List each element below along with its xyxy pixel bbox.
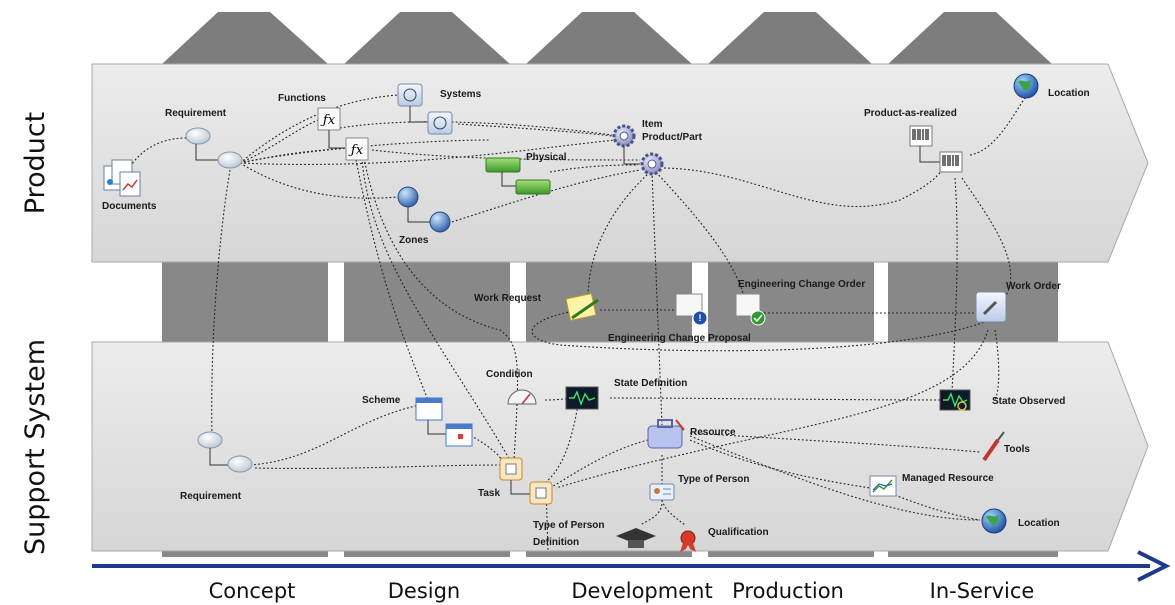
item-product-part-icon — [612, 124, 664, 176]
svg-text:!: ! — [699, 313, 702, 323]
support-band — [91, 341, 1149, 552]
scheme-calendar-icon — [415, 397, 473, 447]
task-label: Task — [478, 488, 500, 499]
support-requirement-icon — [197, 431, 253, 473]
support-side-label: Support System — [20, 339, 51, 555]
condition-gauge-icon — [507, 389, 537, 405]
location-label: Location — [1048, 88, 1090, 99]
managed-resource-chart-icon — [869, 475, 897, 497]
documents-label: Documents — [102, 201, 157, 212]
product-part-label: Product/Part — [642, 132, 703, 143]
product-as-realized-label: Product-as-realized — [864, 108, 957, 119]
work-request-label: Work Request — [474, 293, 542, 304]
requirement-icon — [185, 127, 243, 169]
phase-development: Development — [571, 579, 712, 603]
work-request-icon — [565, 292, 599, 322]
engineering-change-proposal-icon: ! — [675, 293, 708, 326]
product-band — [91, 63, 1149, 263]
graduation-cap-icon — [616, 528, 656, 548]
support-location-globe-icon — [981, 508, 1007, 534]
qualification-label: Qualification — [708, 527, 769, 538]
qualification-ribbon-icon — [680, 530, 696, 552]
functions-icon: ƒx ƒx — [317, 107, 369, 161]
condition-label: Condition — [486, 369, 533, 380]
roof-triangles — [162, 12, 1052, 64]
zones-icon — [397, 186, 451, 233]
svg-text:ƒx: ƒx — [348, 143, 364, 158]
physical-icon — [485, 157, 551, 195]
requirement-label: Requirement — [165, 108, 227, 119]
state-observed-icon — [939, 389, 971, 411]
type-of-person-label: Type of Person — [678, 474, 750, 485]
support-location-label: Location — [1018, 518, 1060, 529]
physical-label: Physical — [526, 152, 567, 163]
barcode-icon — [909, 125, 963, 173]
resource-toolbox-icon — [647, 419, 685, 449]
zones-label: Zones — [399, 235, 429, 246]
phase-in-service: In-Service — [930, 579, 1035, 603]
tools-screwdriver-icon — [982, 431, 1005, 462]
type-of-person-icon — [649, 483, 675, 501]
engineering-change-order-icon — [735, 293, 766, 326]
connectors — [127, 91, 1031, 551]
systems-icon — [397, 83, 453, 135]
support-requirement-label: Requirement — [180, 491, 242, 502]
pillars — [162, 262, 1058, 342]
work-order-icon — [975, 291, 1007, 323]
timeline-arrow — [92, 550, 1171, 582]
resource-label: Resource — [690, 427, 736, 438]
phase-concept: Concept — [209, 579, 296, 603]
location-globe-icon — [1013, 73, 1039, 99]
state-definition-icon — [565, 386, 599, 410]
phase-design: Design — [388, 579, 461, 603]
item-label: Item — [642, 119, 663, 130]
svg-text:ƒx: ƒx — [320, 113, 336, 128]
task-icon — [499, 457, 553, 505]
work-order-label: Work Order — [1006, 281, 1061, 292]
state-observed-label: State Observed — [992, 396, 1065, 407]
engineering-change-proposal-label: Engineering Change Proposal — [608, 333, 751, 344]
engineering-change-order-label: Engineering Change Order — [738, 279, 865, 290]
state-definition-label: State Definition — [614, 378, 687, 389]
documents-icon — [103, 159, 141, 197]
type-of-person-definition-label: Type of Person — [533, 520, 605, 531]
product-side-label: Product — [20, 112, 51, 215]
phase-production: Production — [732, 579, 844, 603]
functions-label: Functions — [278, 93, 326, 104]
managed-resource-label: Managed Resource — [902, 473, 994, 484]
systems-label: Systems — [440, 89, 482, 100]
pillar-feet — [162, 551, 1058, 557]
definition-label: Definition — [533, 537, 579, 548]
scheme-label: Scheme — [362, 395, 401, 406]
tools-label: Tools — [1004, 444, 1030, 455]
